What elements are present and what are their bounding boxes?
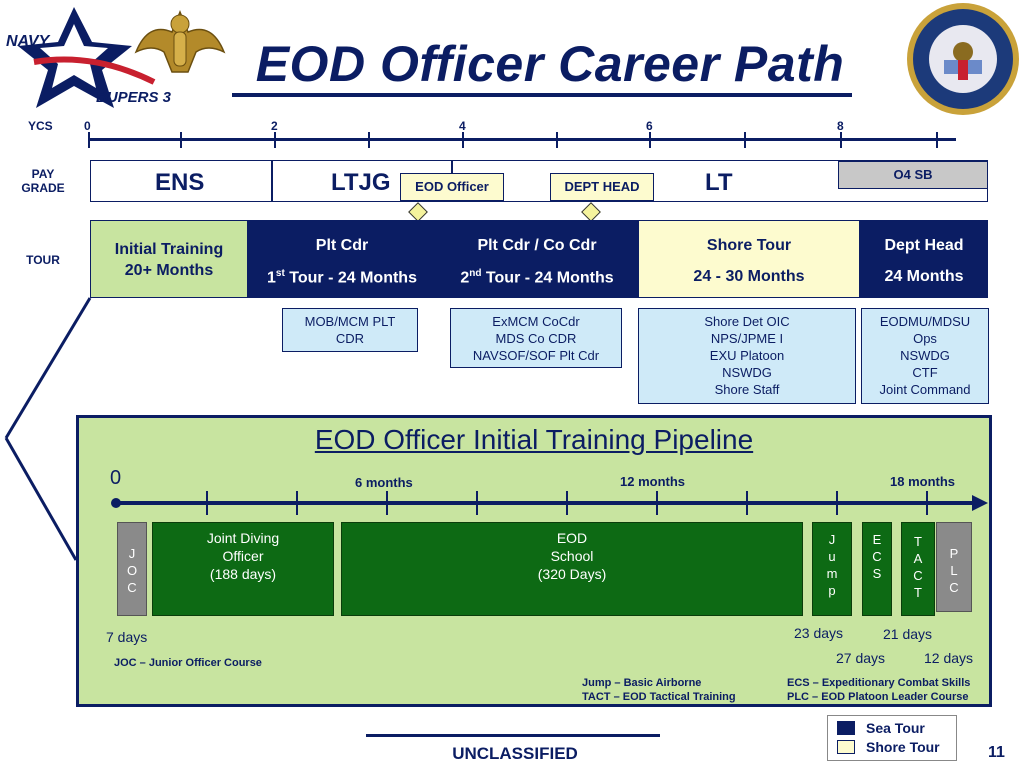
days-jump: 23 days xyxy=(794,625,844,641)
svg-text:NAVY: NAVY xyxy=(6,33,51,50)
ycs-tick-mark xyxy=(840,132,842,148)
pipeline-6-months-label: 6 months xyxy=(355,475,413,490)
svg-text:BUPERS 3: BUPERS 3 xyxy=(96,89,172,106)
ycs-tick-4: 4 xyxy=(459,119,466,133)
legend-sea-swatch xyxy=(837,721,855,735)
days-plc: 12 days xyxy=(924,650,974,666)
pipeline-zero-label: 0 xyxy=(110,467,122,489)
pipeline-18-months-label: 18 months xyxy=(890,474,956,489)
note-plc: PLC – EOD Platoon Leader Course xyxy=(787,691,969,703)
eod-officer-tag: EOD Officer xyxy=(400,173,504,201)
legend: Sea Tour Shore Tour xyxy=(827,715,957,761)
note-ecs: ECS – Expeditionary Combat Skills xyxy=(787,677,971,689)
pay-grade-ens: ENS xyxy=(90,160,272,202)
title-underline xyxy=(232,93,852,97)
tour-plt-cdr: Plt Cdr 1st Tour - 24 Months xyxy=(248,220,436,298)
seal-icon xyxy=(904,0,1022,118)
ycs-tick-mark xyxy=(649,132,651,148)
ycs-tick-8: 8 xyxy=(837,119,844,133)
tour-dept-head: Dept Head 24 Months xyxy=(860,220,988,298)
ycs-tick-2: 2 xyxy=(271,119,278,133)
ycs-label: YCS xyxy=(28,119,53,133)
tour-label: TOUR xyxy=(26,253,60,267)
eod-badge-icon xyxy=(128,2,232,82)
ycs-tick-mark xyxy=(744,132,746,148)
footer-rule xyxy=(366,734,660,737)
tour-initial-training: Initial Training 20+ Months xyxy=(90,220,248,298)
ycs-tick-0: 0 xyxy=(84,119,91,133)
pay-grade-label: PAY GRADE xyxy=(21,167,65,195)
days-tact: 21 days xyxy=(883,626,933,642)
ycs-tick-mark xyxy=(556,132,558,148)
pipeline-title: EOD Officer Initial Training Pipeline xyxy=(314,424,754,455)
ycs-tick-mark xyxy=(274,132,276,148)
ycs-tick-mark xyxy=(462,132,464,148)
note-joc: JOC – Junior Officer Course xyxy=(114,657,262,669)
legend-shore-label: Shore Tour xyxy=(866,739,940,755)
note-jump: Jump – Basic Airborne xyxy=(582,677,702,689)
pipeline-timeline-arrow xyxy=(111,491,988,515)
legend-shore-swatch xyxy=(837,740,855,754)
days-ecs: 27 days xyxy=(836,650,886,666)
ycs-tick-mark xyxy=(368,132,370,148)
ycs-tick-6: 6 xyxy=(646,119,653,133)
pipeline-12-months-label: 12 months xyxy=(620,474,686,489)
page-title: EOD Officer Career Path xyxy=(255,36,845,92)
days-joc: 7 days xyxy=(106,629,148,645)
page-number: 11 xyxy=(988,744,1005,761)
navy-bupers-logo: NAVY BUPERS 3 xyxy=(4,2,184,112)
ycs-tick-mark xyxy=(180,132,182,148)
ycs-tick-mark xyxy=(88,132,90,148)
ycs-axis xyxy=(88,138,956,141)
legend-sea-label: Sea Tour xyxy=(866,720,925,736)
classification-label: UNCLASSIFIED xyxy=(452,744,578,763)
tour-co-cdr: Plt Cdr / Co Cdr 2nd Tour - 24 Months xyxy=(436,220,638,298)
dept-head-tag: DEPT HEAD xyxy=(550,173,654,201)
ycs-tick-mark xyxy=(936,132,938,148)
o4-sb-box: O4 SB xyxy=(838,161,988,189)
note-tact: TACT – EOD Tactical Training xyxy=(582,691,736,703)
tour-shore: Shore Tour 24 - 30 Months xyxy=(638,220,860,298)
